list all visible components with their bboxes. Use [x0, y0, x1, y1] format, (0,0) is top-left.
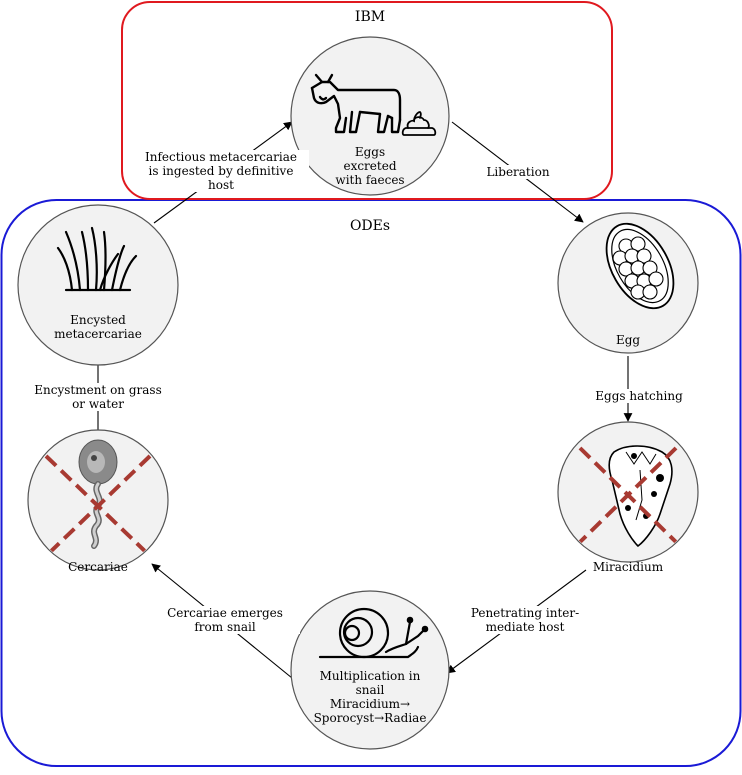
stage-metacercariae-label: Encysted metacercariae — [54, 313, 142, 341]
cercaria-icon — [78, 439, 118, 549]
odes-region-title: ODEs — [349, 218, 391, 234]
ibm-region-title: IBM — [354, 9, 386, 25]
transition-liberation-label: Liberation — [476, 165, 560, 179]
ibm-region-box — [121, 1, 613, 200]
stage-host-label: Eggs excreted with faeces — [335, 145, 405, 187]
miracidium-cross — [578, 446, 678, 544]
cercariae-cross — [44, 454, 152, 558]
transition-penetrating-label: Penetrating inter- mediate host — [450, 606, 600, 634]
transition-emerging-label: Cercariae emerges from snail — [150, 606, 300, 634]
transition-hatching-label: Eggs hatching — [584, 389, 694, 403]
cow-with-faeces-icon — [310, 73, 402, 134]
stage-miracidium-label: Miracidium — [592, 560, 664, 574]
faeces-icon — [401, 111, 437, 136]
fluke-egg-icon — [605, 222, 675, 310]
stage-snail-label: Multiplication in snail Miracidium→ Spor… — [313, 669, 427, 725]
node-metacercariae-circle — [17, 204, 179, 366]
grass-icon — [56, 226, 138, 292]
stage-cercariae-label: Cercariae — [68, 560, 128, 574]
stage-egg-label: Egg — [615, 333, 641, 347]
snail-icon — [318, 607, 429, 659]
transition-ingestion-label: Infectious metacercariae is ingested by … — [133, 150, 309, 192]
transition-encystment-label: Encystment on grass or water — [28, 383, 168, 411]
